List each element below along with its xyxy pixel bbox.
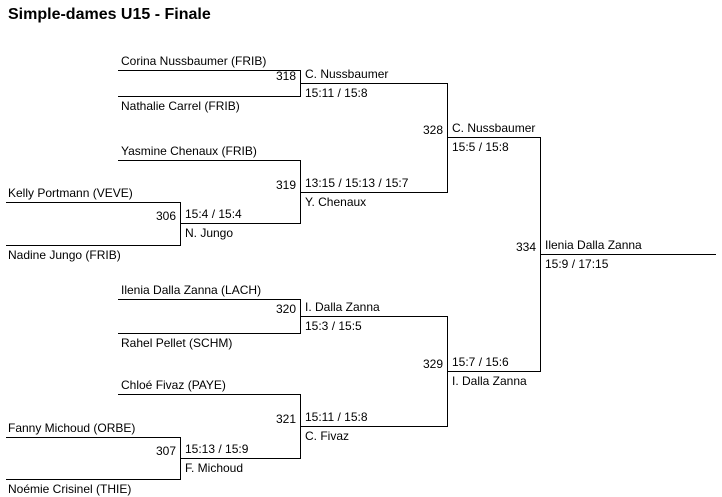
- match-306-player2-line: [6, 245, 180, 246]
- match-334-winner: Ilenia Dalla Zanna: [545, 238, 642, 252]
- match-321-winner-line: [300, 426, 447, 427]
- match-307-winner-line: [180, 458, 300, 459]
- match-334-score: 15:9 / 17:15: [545, 257, 609, 271]
- match-319-player1: Yasmine Chenaux (FRIB): [121, 144, 257, 158]
- match-328-connector: [447, 83, 448, 193]
- match-320-winner-line: [300, 316, 447, 317]
- match-319-player1-line: [118, 160, 300, 161]
- match-306-player1: Kelly Portmann (VEVE): [8, 186, 133, 200]
- match-307-winner: F. Michoud: [185, 461, 244, 475]
- match-319-winner-line: [300, 192, 447, 193]
- match-328-number: 328: [422, 123, 443, 137]
- match-318-player1-line: [118, 70, 300, 71]
- match-319-winner: Y. Chenaux: [305, 195, 367, 209]
- match-318-score: 15:11 / 15:8: [305, 86, 368, 100]
- match-321-player1-line: [118, 394, 300, 395]
- match-318-player1: Corina Nussbaumer (FRIB): [121, 54, 267, 68]
- match-318-player2: Nathalie Carrel (FRIB): [121, 99, 240, 113]
- match-307-player2: Noémie Crisinel (THIE): [8, 482, 132, 496]
- match-321-number: 321: [275, 412, 296, 426]
- match-318-winner-line: [300, 83, 447, 84]
- match-320-player2-line: [118, 333, 300, 334]
- page-title: Simple-dames U15 - Finale: [8, 6, 211, 23]
- match-320-score: 15:3 / 15:5: [305, 319, 362, 333]
- match-319-score: 13:15 / 15:13 / 15:7: [305, 176, 409, 190]
- match-306-number: 306: [155, 209, 176, 223]
- match-329-score: 15:7 / 15:6: [452, 355, 509, 369]
- match-318-player2-line: [118, 96, 300, 97]
- match-321-score: 15:11 / 15:8: [305, 410, 368, 424]
- match-320-winner: I. Dalla Zanna: [305, 300, 380, 314]
- match-328-winner-line: [447, 137, 540, 138]
- match-320-player1: Ilenia Dalla Zanna (LACH): [121, 283, 262, 297]
- match-328-score: 15:5 / 15:8: [452, 140, 509, 154]
- match-318-winner: C. Nussbaumer: [305, 67, 389, 81]
- match-334-winner-line: [540, 254, 716, 255]
- match-307-player1: Fanny Michoud (ORBE): [8, 421, 136, 435]
- match-306-score: 15:4 / 15:4: [185, 207, 242, 221]
- match-307-player2-line: [6, 479, 180, 480]
- match-306-player2: Nadine Jungo (FRIB): [8, 248, 121, 262]
- match-307-number: 307: [155, 444, 176, 458]
- match-307-score: 15:13 / 15:9: [185, 442, 249, 456]
- match-306-connector: [180, 202, 181, 246]
- match-321-winner: C. Fivaz: [305, 429, 350, 443]
- match-321-player1: Chloé Fivaz (PAYE): [121, 378, 226, 392]
- match-329-winner-line: [447, 371, 540, 372]
- match-306-winner-line: [180, 223, 300, 224]
- match-307-player1-line: [6, 437, 180, 438]
- match-320-player2: Rahel Pellet (SCHM): [121, 336, 233, 350]
- match-320-player1-line: [118, 299, 300, 300]
- match-319-number: 319: [275, 178, 296, 192]
- match-318-number: 318: [275, 69, 296, 83]
- match-328-winner: C. Nussbaumer: [452, 121, 536, 135]
- match-334-number: 334: [515, 240, 536, 254]
- match-306-player1-line: [6, 202, 180, 203]
- match-329-number: 329: [422, 357, 443, 371]
- match-320-number: 320: [275, 302, 296, 316]
- match-306-winner: N. Jungo: [185, 226, 234, 240]
- match-329-winner: I. Dalla Zanna: [452, 374, 527, 388]
